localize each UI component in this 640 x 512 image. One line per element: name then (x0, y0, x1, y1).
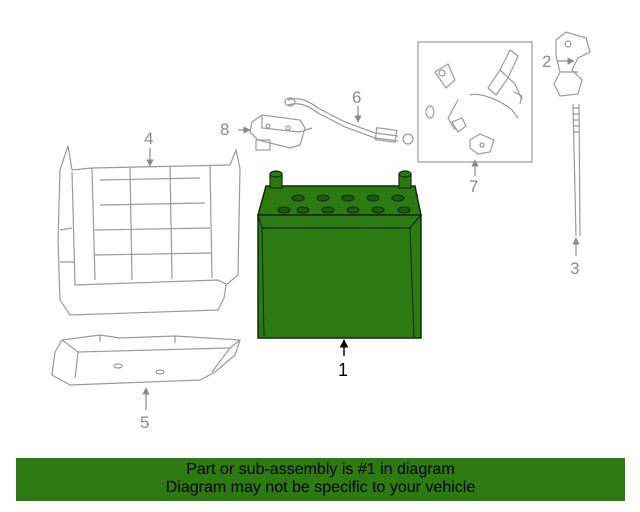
battery-bracket[interactable] (553, 31, 591, 97)
callout-7: 7 (469, 177, 478, 196)
callout-5: 5 (140, 413, 149, 432)
battery-box-cover[interactable] (57, 145, 241, 316)
callout-6: 6 (352, 88, 361, 107)
callout-2: 2 (542, 52, 551, 71)
parts-diagram: 1 2 3 4 5 6 7 8 (51, 31, 591, 432)
callout-3: 3 (570, 259, 579, 278)
callout-4: 4 (144, 129, 153, 148)
battery[interactable] (257, 170, 422, 339)
battery-tray[interactable] (51, 334, 241, 386)
hold-down-rod[interactable] (572, 103, 581, 237)
banner-line-1: Part or sub-assembly is #1 in diagram (186, 461, 455, 478)
part-info-banner: Part or sub-assembly is #1 in diagram Di… (16, 458, 625, 501)
battery-cable[interactable] (284, 97, 414, 145)
leader-lines (142, 57, 580, 410)
battery-sensor[interactable] (249, 114, 313, 151)
callout-8: 8 (220, 120, 229, 139)
battery-clamp-kit[interactable] (417, 41, 533, 163)
banner-line-2: Diagram may not be specific to your vehi… (165, 479, 476, 496)
callout-1: 1 (338, 360, 348, 380)
